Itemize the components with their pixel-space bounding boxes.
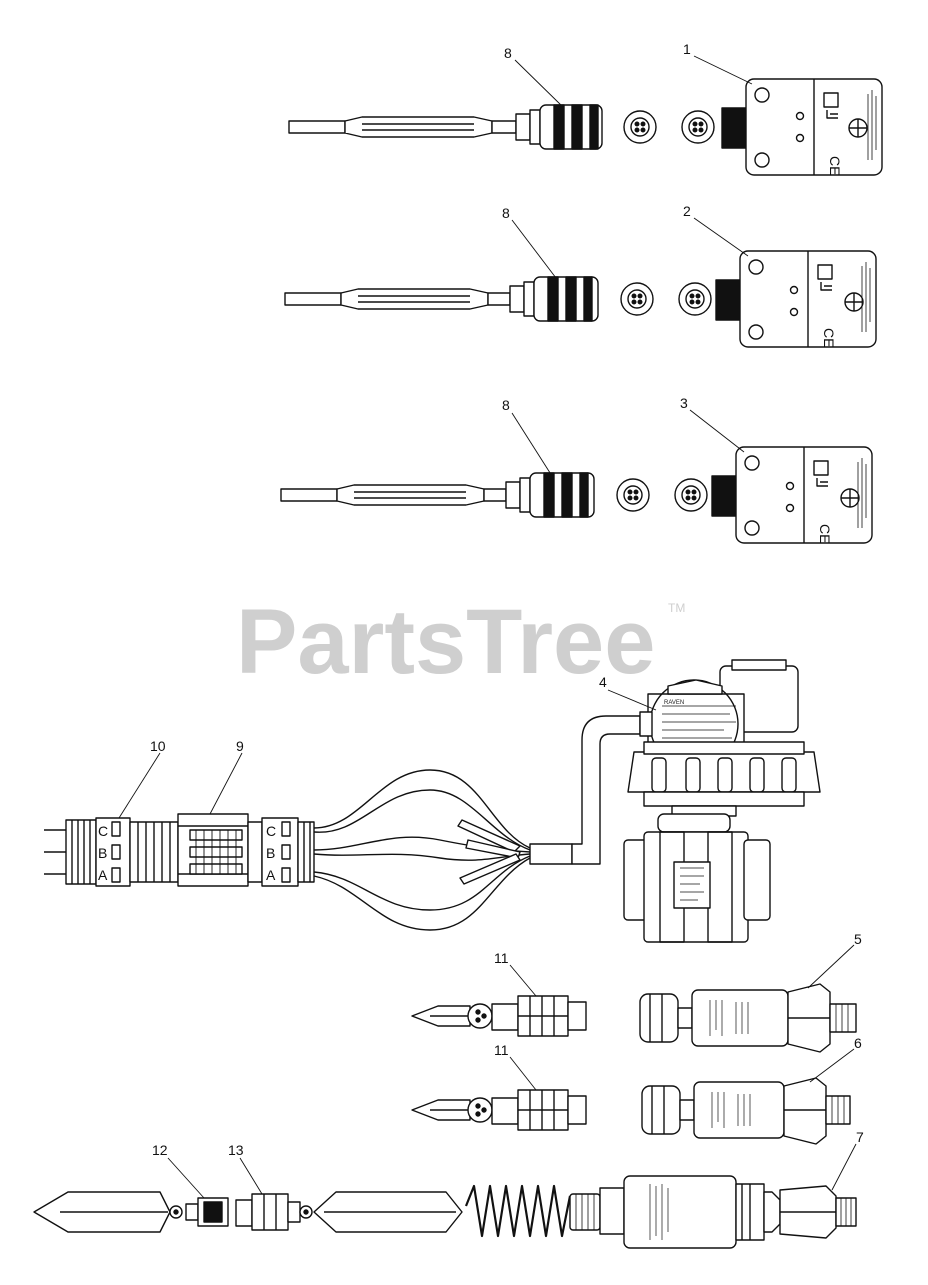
callout-4: 4 xyxy=(599,674,607,690)
callout-5: 5 xyxy=(854,931,862,947)
plug-connector-11a[interactable] xyxy=(411,995,587,1037)
proximity-sensor-1[interactable]: CE xyxy=(721,78,883,176)
callout-13: 13 xyxy=(228,1142,244,1158)
watermark: PartsTree TM xyxy=(236,591,685,693)
cable-connector-8a[interactable] xyxy=(515,104,603,150)
callout-8-middle: 8 xyxy=(502,205,510,221)
watermark-tm: TM xyxy=(668,601,685,615)
svg-text:RAVEN: RAVEN xyxy=(664,700,684,706)
ce-mark-1: CE xyxy=(827,156,843,175)
harness-assembly[interactable]: C B A C B xyxy=(44,715,641,931)
pressure-transducer-5[interactable] xyxy=(639,983,857,1053)
connector-12[interactable] xyxy=(185,1197,229,1227)
callout-9: 9 xyxy=(236,738,244,754)
callout-8-bottom: 8 xyxy=(502,397,510,413)
cable-connector-8c[interactable] xyxy=(505,472,595,518)
letter-a-right: A xyxy=(266,867,276,883)
callout-numbers: 8 1 8 2 8 3 4 10 9 11 5 11 6 7 12 13 xyxy=(150,41,864,1158)
callout-6: 6 xyxy=(854,1035,862,1051)
ce-mark-2: CE xyxy=(821,328,837,347)
watermark-text: PartsTree xyxy=(236,591,655,693)
sensor-assembly-2[interactable]: CE xyxy=(284,250,877,348)
plug-connector-11b[interactable] xyxy=(411,1089,587,1131)
letter-c-right: C xyxy=(266,823,276,839)
callout-leaders xyxy=(118,55,857,1199)
proximity-sensor-3[interactable]: CE xyxy=(711,446,873,544)
sensor-assembly-1[interactable]: CE xyxy=(288,78,883,176)
callout-11-upper: 11 xyxy=(494,950,509,966)
connector-housing-10[interactable]: C B A xyxy=(65,817,179,887)
callout-1: 1 xyxy=(683,41,691,57)
callout-12: 12 xyxy=(152,1142,168,1158)
cable-connector-8b[interactable] xyxy=(509,276,599,322)
sensor-assembly-3[interactable]: CE xyxy=(280,446,873,544)
connector-housing-9[interactable]: C B A xyxy=(177,813,315,887)
pressure-transducer-6[interactable] xyxy=(641,1077,851,1145)
letter-a-left: A xyxy=(98,867,108,883)
letter-b-right: B xyxy=(266,845,275,861)
flow-meter-4[interactable]: RAVEN xyxy=(623,659,821,943)
letter-c-left: C xyxy=(98,823,108,839)
letter-b-left: B xyxy=(98,845,107,861)
ce-mark-3: CE xyxy=(817,524,833,543)
callout-2: 2 xyxy=(683,203,691,219)
proximity-sensor-2[interactable]: CE xyxy=(715,250,877,348)
callout-8-top: 8 xyxy=(504,45,512,61)
callout-11-lower: 11 xyxy=(494,1042,509,1058)
pressure-transducer-7[interactable] xyxy=(623,1175,857,1249)
connector-13[interactable] xyxy=(235,1193,301,1231)
bottom-cable-assembly[interactable] xyxy=(33,1175,857,1249)
callout-10: 10 xyxy=(150,738,166,754)
callout-3: 3 xyxy=(680,395,688,411)
callout-7: 7 xyxy=(856,1129,864,1145)
